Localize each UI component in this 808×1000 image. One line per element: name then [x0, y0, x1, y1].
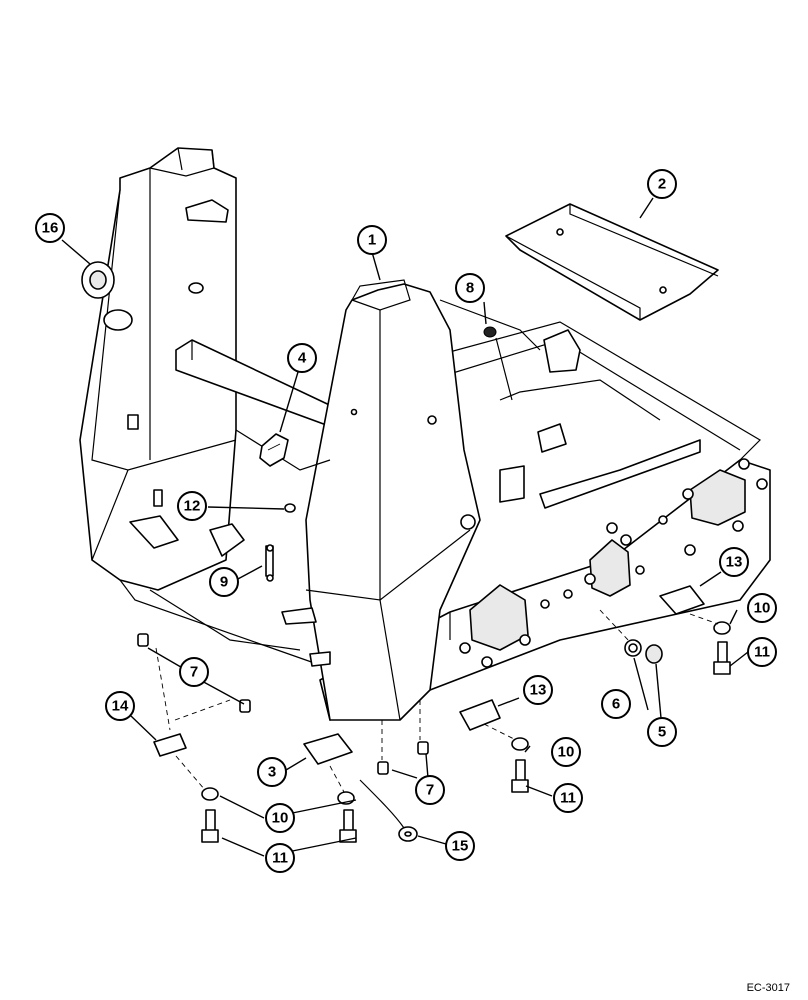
- callout-11a: 11: [265, 843, 295, 873]
- callout-6: 6: [601, 689, 631, 719]
- sight-gauge-9: [265, 544, 274, 582]
- handle-4: [259, 433, 289, 467]
- callout-8-label: 8: [466, 280, 474, 297]
- callout-1-label: 1: [368, 232, 376, 249]
- callout-10a-label: 10: [272, 810, 289, 827]
- callout-10c-label: 10: [754, 600, 771, 617]
- callout-11b-label: 11: [560, 790, 576, 807]
- callout-1: 1: [357, 225, 387, 255]
- callout-8: 8: [455, 273, 485, 303]
- assembly-lines: [155, 609, 719, 829]
- callout-14: 14: [105, 691, 135, 721]
- callout-11b: 11: [553, 783, 583, 813]
- callout-4-label: 4: [298, 350, 307, 367]
- callout-15-label: 15: [452, 838, 469, 855]
- callout-16: 16: [35, 213, 65, 243]
- callout-7b-label: 7: [426, 782, 434, 799]
- callout-9: 9: [209, 567, 239, 597]
- callout-3-label: 3: [268, 764, 276, 781]
- callout-15: 15: [445, 831, 475, 861]
- plug-12: [284, 503, 296, 513]
- callout-7a: 7: [179, 657, 209, 687]
- callout-7a-label: 7: [190, 664, 198, 681]
- plate-14: [153, 733, 187, 757]
- plate-3: [303, 733, 353, 765]
- callout-2: 2: [647, 169, 677, 199]
- callout-2-label: 2: [658, 176, 666, 193]
- callout-5: 5: [647, 717, 677, 747]
- callout-10b: 10: [551, 737, 581, 767]
- callout-13a-label: 13: [726, 554, 743, 571]
- callout-7b: 7: [415, 775, 445, 805]
- drawing-code: EC-3017: [746, 982, 790, 994]
- cover-plate-2: [505, 203, 719, 321]
- cap-16: [81, 261, 133, 331]
- rail-bolts: [459, 458, 768, 668]
- callout-11c: 11: [747, 637, 777, 667]
- main-frame: [79, 147, 771, 721]
- callout-11a-label: 11: [272, 850, 288, 867]
- seal-6: [624, 639, 642, 657]
- plugs-7: [137, 633, 429, 775]
- callout-4: 4: [287, 343, 317, 373]
- callout-13b: 13: [523, 675, 553, 705]
- callout-13b-label: 13: [530, 682, 547, 699]
- callout-10b-label: 10: [558, 744, 575, 761]
- bolts-11: [201, 641, 731, 843]
- bushing-5: [645, 644, 663, 664]
- grommet-8: [483, 326, 513, 401]
- callout-3: 3: [257, 757, 287, 787]
- washer-15: [398, 826, 418, 842]
- callout-12-label: 12: [184, 498, 201, 515]
- washers-10: [201, 621, 731, 805]
- callout-11c-label: 11: [754, 644, 770, 661]
- callout-14-label: 14: [112, 698, 129, 715]
- callout-10c: 10: [747, 593, 777, 623]
- callout-16-label: 16: [42, 220, 59, 237]
- plates-13: [459, 585, 705, 731]
- callout-9-label: 9: [220, 574, 228, 591]
- callout-6-label: 6: [612, 696, 620, 713]
- callout-5-label: 5: [658, 724, 666, 741]
- callout-12: 12: [177, 491, 207, 521]
- callout-13a: 13: [719, 547, 749, 577]
- callout-10a: 10: [265, 803, 295, 833]
